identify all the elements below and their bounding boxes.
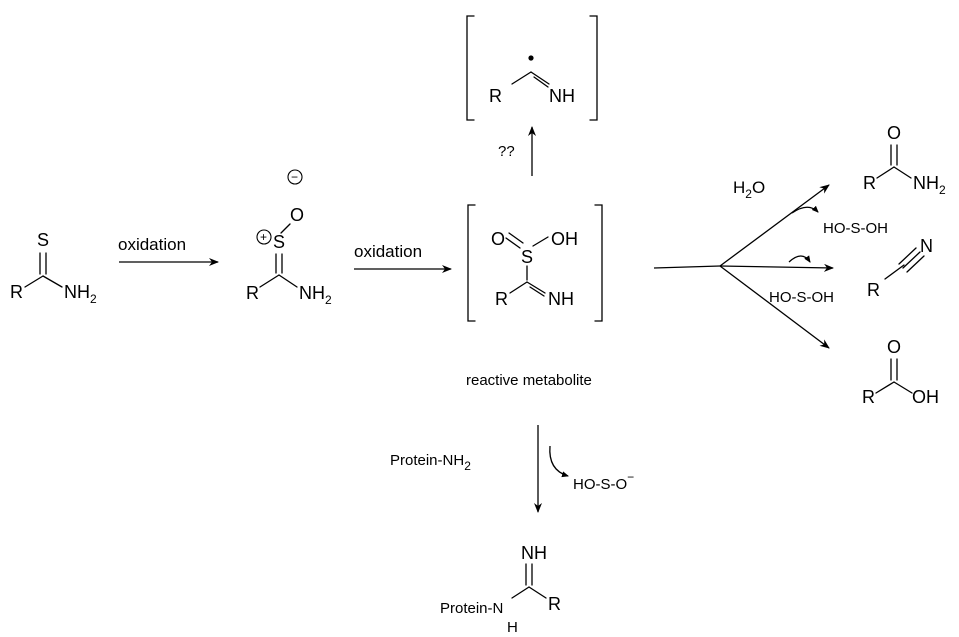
sulfinic-oh: OH <box>551 229 578 249</box>
sulfine-nh2: NH2 <box>299 283 332 307</box>
sulfinic-o-atom: O <box>491 229 505 249</box>
radical-nh: NH <box>549 86 575 106</box>
sulfinic-r-group: R <box>495 289 508 309</box>
byproduct-hoso-minus: HO-S-O− <box>573 470 634 493</box>
thioamide-structure: S R NH2 <box>10 230 97 306</box>
acid-o-atom: O <box>887 337 901 357</box>
protein-amidine-adduct: NH R Protein-N H <box>440 543 561 636</box>
oxidation-label-2: oxidation <box>354 242 422 261</box>
amide-nh2: NH2 <box>913 173 946 197</box>
nitrile-product: R N <box>867 236 933 300</box>
protein-adduct-arrow: Protein-NH2 HO-S-O− <box>390 425 634 513</box>
sulfine-s-atom: S <box>273 232 285 252</box>
nitrile-n-atom: N <box>920 236 933 256</box>
oxidation-arrow-2: oxidation <box>354 242 452 273</box>
sulfine-structure: − O + S R NH2 <box>246 169 332 307</box>
reactive-metabolite-label: reactive metabolite <box>466 372 592 389</box>
branching-arrows <box>653 184 834 349</box>
radical-r-group: R <box>489 86 502 106</box>
amide-o-atom: O <box>887 123 901 143</box>
amidine-r-group: R <box>548 594 561 614</box>
sulfine-minus-charge: − <box>291 170 298 184</box>
protein-nh2-label: Protein-NH2 <box>390 452 471 473</box>
oxidation-label-1: oxidation <box>118 235 186 254</box>
radical-question-label: ?? <box>498 143 515 160</box>
oxidation-arrow-1: oxidation <box>118 235 219 266</box>
amide-product: O R NH2 <box>863 123 946 197</box>
amide-r-group: R <box>863 173 876 193</box>
radical-formation-arrow: ?? <box>498 126 536 176</box>
thioamide-nh2: NH2 <box>64 282 97 306</box>
sulfinic-acid-intermediate: O S OH R NH <box>467 204 603 322</box>
amidine-h-atom: H <box>507 619 518 636</box>
water-label: H2O <box>733 178 765 201</box>
sulfine-r-group: R <box>246 283 259 303</box>
sulfine-plus-charge: + <box>260 230 267 244</box>
acid-oh: OH <box>912 387 939 407</box>
byproduct-hoso-h-1: HO-S-OH <box>823 220 888 237</box>
amidine-nh: NH <box>521 543 547 563</box>
sulfinic-s-atom: S <box>521 247 533 267</box>
thioamide-r-group: R <box>10 282 23 302</box>
sulfine-o-atom: O <box>290 205 304 225</box>
thioamide-s-atom: S <box>37 230 49 250</box>
amidine-protein-n: Protein-N <box>440 600 503 617</box>
carboxylic-acid-product: O R OH <box>862 337 939 407</box>
acid-r-group: R <box>862 387 875 407</box>
imidoyl-radical-intermediate: R NH <box>466 15 598 121</box>
sulfinic-nh: NH <box>548 289 574 309</box>
byproduct-hoso-h-2: HO-S-OH <box>769 289 834 306</box>
nitrile-r-group: R <box>867 280 880 300</box>
